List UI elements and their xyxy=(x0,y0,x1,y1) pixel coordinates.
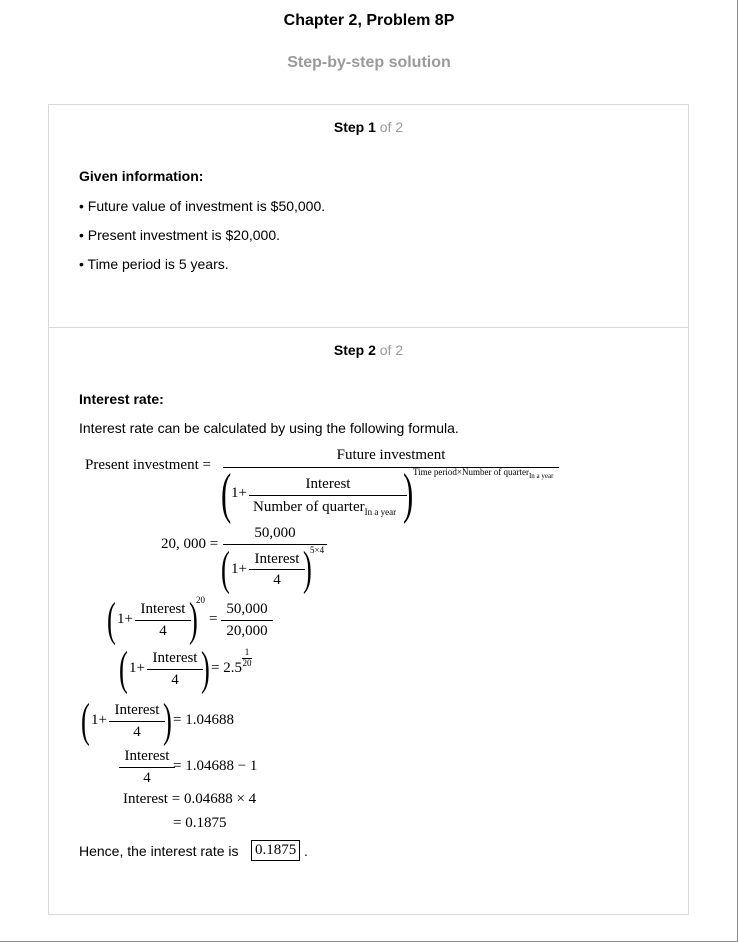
eq4-exp-denominator: 20 xyxy=(242,658,252,668)
eq1-exponent: Time period×Number of quarterIn a year xyxy=(413,468,553,480)
eq2-right-paren: ) xyxy=(303,542,312,595)
eq3-equals: = xyxy=(209,611,218,627)
eq6-numerator: Interest xyxy=(124,748,170,764)
eq3-inner-bar xyxy=(135,620,191,621)
eq1-exponent-text: Time period×Number of quarter xyxy=(413,467,529,477)
eq3-rhs-numerator: 50,000 xyxy=(226,601,268,617)
eq3-rhs-bar xyxy=(221,620,273,621)
eq3-inner-numerator: Interest xyxy=(140,601,186,617)
eq4-inner-numerator: Interest xyxy=(152,650,198,666)
interest-rate-title: Interest rate: xyxy=(79,391,164,407)
eq4-left-paren: ( xyxy=(119,642,128,695)
given-bullet-time-period: • Time period is 5 years. xyxy=(79,256,229,272)
eq2-exponent: 5×4 xyxy=(310,545,325,555)
eq2-one-plus: 1+ xyxy=(231,561,247,577)
step-2-of-label: of 2 xyxy=(379,342,404,358)
eq2-inner-denominator: 4 xyxy=(273,572,281,588)
eq1-one-plus: 1+ xyxy=(231,485,247,501)
eq5-right-paren: ) xyxy=(163,694,172,747)
eq4-one-plus: 1+ xyxy=(129,660,145,676)
page-subtitle: Step-by-step solution xyxy=(287,54,451,71)
page-title: Chapter 2, Problem 8P xyxy=(283,12,455,29)
eq4-right-paren: ) xyxy=(201,642,210,695)
answer-box: 0.1875 xyxy=(251,840,301,861)
eq4-inner-denominator: 4 xyxy=(171,672,179,688)
eq4-inner-bar xyxy=(147,669,203,670)
eq1-numerator: Future investment xyxy=(336,447,446,463)
step-2-label: Step 2 xyxy=(333,342,376,358)
eq1-inner-denominator: Number of quarterIn a year xyxy=(253,500,396,517)
eq3-exponent: 20 xyxy=(196,595,205,605)
eq2-main-bar xyxy=(223,544,327,545)
eq2-numerator: 50,000 xyxy=(254,525,296,541)
eq1-inner-den-sub: In a year xyxy=(364,507,397,517)
eq5-left-paren: ( xyxy=(81,694,90,747)
step-1-card: Step 1 of 2 Given information: • Future … xyxy=(48,104,689,328)
eq5-rhs: = 1.04688 xyxy=(173,712,234,728)
eq1-inner-den-text: Number of quarter xyxy=(253,499,365,515)
eq6-bar xyxy=(119,767,175,768)
eq3-inner-denominator: 4 xyxy=(159,623,167,639)
eq5-inner-denominator: 4 xyxy=(133,724,141,740)
eq1-exponent-sub: In a year xyxy=(528,471,554,480)
given-information-title: Given information: xyxy=(79,168,204,184)
eq5-one-plus: 1+ xyxy=(91,712,107,728)
step-2-header: Step 2 of 2 xyxy=(49,342,688,358)
step-2-card: Step 2 of 2 Interest rate: Interest rate… xyxy=(48,327,689,915)
eq5-inner-numerator: Interest xyxy=(114,702,160,718)
eq5-inner-bar xyxy=(109,721,165,722)
eq2-lhs: 20, 000 = xyxy=(161,536,219,552)
eq3-one-plus: 1+ xyxy=(117,611,133,627)
eq3-right-paren: ) xyxy=(189,593,198,646)
eq6-denominator: 4 xyxy=(143,770,151,786)
eq1-lhs: Present investment = xyxy=(85,457,211,473)
eq8-interest-result: = 0.1875 xyxy=(173,815,227,831)
eq1-right-paren: ) xyxy=(403,463,414,525)
step-1-of-label: of 2 xyxy=(379,119,404,135)
eq1-inner-bar xyxy=(249,495,407,496)
step-1-header: Step 1 of 2 xyxy=(49,119,688,135)
eq1-left-paren: ( xyxy=(221,463,232,525)
eq2-left-paren: ( xyxy=(221,542,230,595)
eq4-exp-bar xyxy=(242,658,252,659)
conclusion-text: Hence, the interest rate is xyxy=(79,843,239,859)
eq3-left-paren: ( xyxy=(107,593,116,646)
eq6-rhs: = 1.04688 − 1 xyxy=(173,758,258,774)
eq2-inner-numerator: Interest xyxy=(254,551,300,567)
eq1-inner-numerator: Interest xyxy=(305,476,351,492)
conclusion-suffix: . xyxy=(304,843,308,859)
formula-intro-text: Interest rate can be calculated by using… xyxy=(79,420,459,436)
eq4-exp-numerator: 1 xyxy=(244,647,250,657)
step-1-label: Step 1 xyxy=(333,119,376,135)
conclusion-prefix: Hence, the interest rate is xyxy=(79,843,239,859)
given-bullet-future-value: • Future value of investment is $50,000. xyxy=(79,198,326,214)
eq3-rhs-denominator: 20,000 xyxy=(226,623,268,639)
eq2-inner-bar xyxy=(249,569,305,570)
eq7-interest-product: Interest = 0.04688 × 4 xyxy=(123,791,257,807)
eq1-main-bar xyxy=(223,467,559,468)
given-bullet-present-investment: • Present investment is $20,000. xyxy=(79,227,281,243)
eq4-rhs: = 2.5 xyxy=(211,660,242,676)
